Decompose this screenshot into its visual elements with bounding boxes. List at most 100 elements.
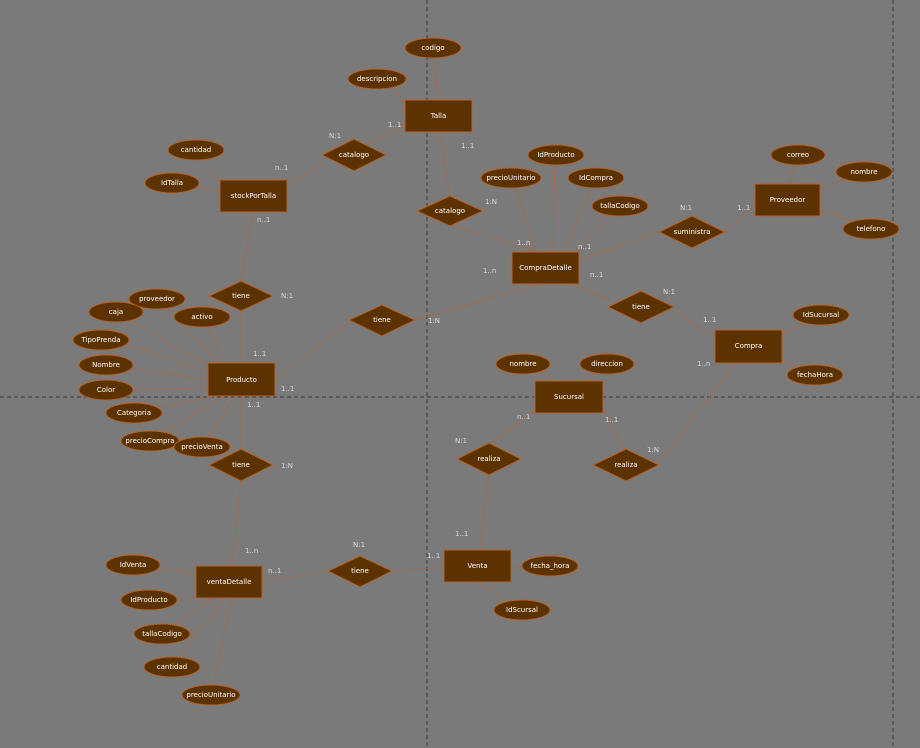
relationship-catalogo-compra[interactable]: catalogo — [415, 195, 485, 227]
relationship-suministra-label: suministra — [674, 228, 711, 236]
entity-compra-label: Compra — [735, 342, 763, 350]
attribute-nombre-sucursal-label: nombre — [509, 360, 536, 368]
relationship-realiza-venta[interactable]: realiza — [455, 442, 523, 476]
cardinality-label: N:1 — [329, 132, 341, 140]
attribute-direccion[interactable]: direccion — [579, 353, 635, 375]
relationship-realiza-venta-label: realiza — [477, 455, 500, 463]
cardinality-label: 1..1 — [737, 204, 750, 212]
entity-producto[interactable]: Producto — [207, 362, 276, 397]
attribute-nombre-producto-label: Nombre — [92, 361, 120, 369]
attribute-precio-venta[interactable]: precioVenta — [173, 436, 231, 458]
relationship-realiza-compra[interactable]: realiza — [591, 448, 661, 482]
attribute-codigo-label: codigo — [421, 44, 444, 52]
attribute-nombre-proveedor[interactable]: nombre — [835, 161, 893, 183]
attribute-tipo-prenda[interactable]: TipoPrenda — [72, 329, 130, 351]
relationships: catalogo catalogo suministra tiene tiene… — [207, 138, 727, 588]
attribute-cantidad-stock-label: cantidad — [181, 146, 211, 154]
relationship-tiene-compra[interactable]: tiene — [606, 290, 676, 324]
entity-venta-detalle[interactable]: ventaDetalle — [195, 565, 263, 599]
cardinality-label: 1..n — [245, 547, 258, 555]
cardinality-label: N:1 — [680, 204, 692, 212]
attribute-idtalla[interactable]: IdTalla — [144, 172, 200, 194]
relationship-catalogo-stock[interactable]: catalogo — [320, 138, 388, 172]
relationship-tiene-venta-detalle-label: tiene — [351, 567, 369, 575]
attribute-idproducto-compra-label: IdProducto — [537, 151, 574, 159]
relationship-tiene-stock[interactable]: tiene — [207, 280, 275, 312]
cardinality-label: 1:N — [485, 198, 497, 206]
attribute-cantidad-stock[interactable]: cantidad — [167, 139, 225, 161]
attribute-talla-codigo-venta-label: tallaCodigo — [142, 630, 182, 638]
relationship-tiene-compra-detalle[interactable]: tiene — [347, 304, 417, 337]
attribute-talla-codigo-compra[interactable]: tallaCodigo — [591, 195, 649, 217]
attribute-activo-label: activo — [191, 313, 212, 321]
attribute-precio-compra-label: precioCompra — [125, 437, 174, 445]
attribute-idtalla-label: IdTalla — [161, 179, 183, 187]
entity-producto-label: Producto — [226, 376, 257, 384]
attribute-direccion-label: direccion — [591, 360, 623, 368]
attribute-activo[interactable]: activo — [173, 306, 231, 328]
relationship-tiene-venta-detalle[interactable]: tiene — [326, 555, 394, 588]
attribute-precio-unitario-compra[interactable]: precioUnitario — [480, 167, 542, 189]
attribute-idcompra[interactable]: IdCompra — [567, 167, 625, 189]
cardinality-label: n..1 — [517, 413, 530, 421]
attribute-idsucursal-venta-label: IdScursal — [506, 606, 538, 614]
attribute-idventa[interactable]: IdVenta — [105, 554, 161, 576]
attribute-nombre-sucursal[interactable]: nombre — [495, 353, 551, 375]
cardinality-label: 1..n — [483, 267, 496, 275]
attribute-categoria-label: Categoria — [117, 409, 151, 417]
attribute-idcompra-label: IdCompra — [579, 174, 613, 182]
cardinality-label: n..1 — [275, 164, 288, 172]
entity-talla[interactable]: Talla — [404, 99, 473, 133]
attribute-precio-unitario-venta[interactable]: precioUnitario — [181, 684, 241, 706]
cardinality-label: 1..1 — [388, 121, 401, 129]
attribute-correo[interactable]: correo — [770, 144, 826, 166]
relationship-tiene-venta[interactable]: tiene — [207, 448, 275, 482]
cardinality-label: n..1 — [268, 567, 281, 575]
entity-stock-por-talla[interactable]: stockPorTalla — [219, 179, 288, 213]
relationship-tiene-stock-label: tiene — [232, 292, 250, 300]
attribute-cantidad-venta[interactable]: cantidad — [143, 656, 201, 678]
attribute-idsucursal-compra[interactable]: IdSucursal — [792, 304, 850, 326]
relationship-catalogo-stock-label: catalogo — [339, 151, 369, 159]
entity-compra[interactable]: Compra — [714, 329, 783, 364]
attribute-fecha-hora-venta[interactable]: fecha_hora — [521, 555, 579, 577]
relationship-tiene-compra-label: tiene — [632, 303, 650, 311]
relationship-suministra[interactable]: suministra — [657, 215, 727, 249]
entity-venta[interactable]: Venta — [443, 549, 512, 583]
attribute-color-label: Color — [97, 386, 115, 394]
cardinality-label: 1..1 — [427, 552, 440, 560]
attribute-fecha-hora-compra[interactable]: fechaHora — [786, 364, 844, 386]
attribute-idproducto-compra[interactable]: IdProducto — [527, 144, 585, 166]
attribute-descripcion[interactable]: descripcion — [347, 68, 407, 90]
cardinality-label: 1..1 — [461, 142, 474, 150]
attributes: codigo descripcion cantidad IdTalla IdPr… — [72, 37, 900, 706]
entity-compra-detalle[interactable]: CompraDetalle — [511, 251, 580, 285]
attribute-categoria[interactable]: Categoria — [105, 402, 163, 424]
attribute-codigo[interactable]: codigo — [404, 37, 462, 59]
cardinality-label: n..1 — [257, 216, 270, 224]
attribute-talla-codigo-compra-label: tallaCodigo — [600, 202, 640, 210]
cardinality-label: 1..n — [517, 239, 530, 247]
cardinality-label: 1:N — [281, 462, 293, 470]
entity-proveedor[interactable]: Proveedor — [754, 183, 821, 217]
attribute-talla-codigo-venta[interactable]: tallaCodigo — [133, 623, 191, 645]
attribute-tipo-prenda-label: TipoPrenda — [80, 336, 120, 344]
entity-venta-detalle-label: ventaDetalle — [207, 578, 252, 586]
attribute-precio-compra[interactable]: precioCompra — [120, 430, 180, 452]
entity-stock-por-talla-label: stockPorTalla — [231, 192, 276, 200]
attribute-caja-label: caja — [109, 308, 123, 316]
attribute-caja[interactable]: caja — [88, 301, 144, 323]
attribute-proveedor[interactable]: proveedor — [128, 288, 186, 310]
attribute-correo-label: correo — [787, 151, 809, 159]
cardinality-label: 1..1 — [703, 316, 716, 324]
attribute-color[interactable]: Color — [78, 379, 134, 401]
cardinality-label: n..1 — [590, 271, 603, 279]
attribute-idproducto-venta[interactable]: IdProducto — [120, 589, 178, 611]
entity-sucursal[interactable]: Sucursal — [534, 380, 604, 414]
attribute-idsucursal-venta[interactable]: IdScursal — [493, 599, 551, 621]
attribute-telefono[interactable]: telefono — [842, 218, 900, 240]
attribute-nombre-producto[interactable]: Nombre — [78, 354, 134, 376]
cardinality-label: 1..1 — [281, 385, 294, 393]
attribute-proveedor-label: proveedor — [139, 295, 175, 303]
